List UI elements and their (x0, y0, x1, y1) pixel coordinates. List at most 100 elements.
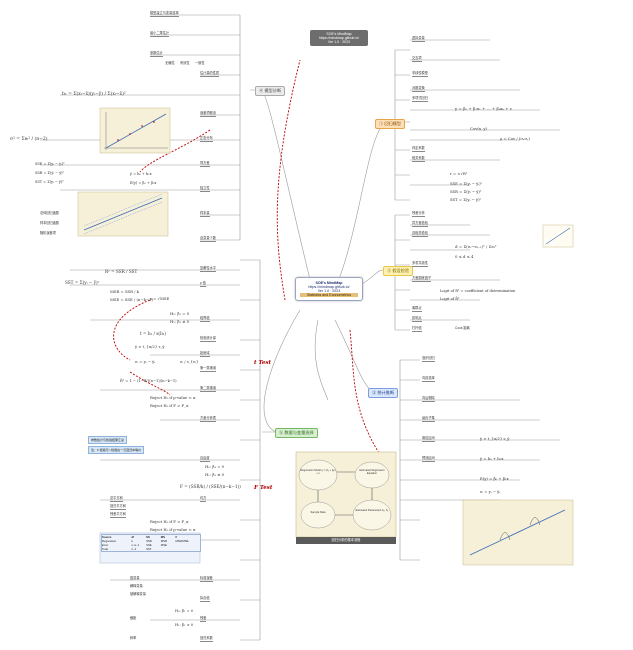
regression-plot-2 (77, 191, 169, 237)
formula-corr: ρ = Cov / (σₓσᵧ) (500, 136, 531, 141)
formula-msr: MSR = SSR / k (110, 289, 139, 294)
branch-regression-model[interactable]: ① 回归模型 (375, 119, 406, 129)
label-random-error: 随机误差项 (40, 231, 56, 235)
formula-h1-bottom: H₁: β₁ ≠ 0 (175, 623, 194, 627)
table-cell: SSR (146, 539, 152, 543)
formula-exp: E(y) = β₀ + β₁x (130, 181, 157, 185)
label-sample-size: 样本量 (200, 211, 210, 217)
table-cell: MSE (160, 543, 167, 547)
label-ci: 置信区间 (422, 436, 435, 442)
cycle-node-params: Estimated Parameters b₀, b₁ (355, 509, 389, 512)
table-row: Regression k SSR MSR MSR/MSE (102, 539, 200, 543)
formula-h0-t: H₀: β₁ = 0 (170, 311, 190, 316)
label-corr-coef: 相关系数 (412, 156, 425, 162)
cycle-node-model: Regression Model y = β₀ + β₁x + ε (300, 469, 336, 475)
label-fitted: 拟合值 (200, 596, 210, 602)
anova-header-cell: Source (102, 535, 112, 539)
label-vif: 方差膨胀因子 (412, 276, 432, 282)
branch-variables[interactable]: ⑤ 数据与变量选择 (275, 428, 318, 438)
label-reg-coef: 回归系数 (200, 636, 213, 642)
label-hetero: 异方差检验 (412, 221, 428, 227)
label-model-building: 模型建立与变量选择 (150, 11, 179, 17)
anova-header-cell: SS (146, 535, 150, 539)
label-cook: Cook 距离 (455, 326, 470, 330)
label-param-est: 参数估计 (150, 51, 163, 57)
label-leverage: 杠杆值 (412, 326, 422, 332)
table-cell (161, 547, 176, 551)
table-cell: Error (102, 543, 109, 547)
label-dep-var: 因变量 (130, 576, 140, 580)
formula-reject-t-2: Reject H₀ if F > F_α (150, 403, 189, 408)
formula-pred: ŷ = b₀ + b₁x (130, 172, 152, 176)
formula-sse-right: SSE = Σ(yᵢ − ŷᵢ)² (450, 181, 483, 186)
table-cell: n−k−1 (131, 543, 140, 547)
anova-header-cell: MS (160, 535, 165, 539)
formula-fstat: F = (SSR/k) / (SSE/(n−k−1)) (180, 484, 241, 489)
label-best-subset: 最优子集 (422, 416, 435, 422)
formula-sst-2: SST = Σ(yᵢ − ȳ)² (65, 280, 100, 285)
label-consistent: 一致性 (195, 61, 205, 65)
anova-header-row: Source df SS MS F (102, 535, 200, 539)
label-test-stat: 检验统计量 (200, 336, 216, 342)
formula-ols-slope: b₁ = Σ(xᵢ−x̄)(yᵢ−ȳ) / Σ(xᵢ−x̄)² (62, 92, 126, 97)
formula-pred-right: ŷ = b₀ + b₁x (480, 456, 504, 461)
branch-diagnostics[interactable]: ④ 模型诊断 (255, 86, 286, 96)
formula-tstat: t = b₁ / s(b₁) (140, 331, 167, 336)
label-backward: 向后剔除 (422, 396, 435, 402)
formula-log-r2: Logit of R̄² (440, 297, 460, 301)
label-std-error: 标准误差 (200, 576, 213, 582)
anova-header-cell: F (175, 535, 178, 539)
formula-ssr: SSR = Σ(ŷᵢ − ȳ)² (35, 171, 64, 175)
table-row: Total n−1 SST (102, 547, 200, 551)
branch-hypothesis-test[interactable]: ② 假设检验 (383, 266, 414, 276)
cycle-node-estimated-eq: Estimated Regression Equation (359, 469, 385, 475)
highlight-arrows (113, 59, 396, 476)
formula-log-r: Logit of R² = coefficient of determinati… (440, 289, 516, 293)
formula-ssr-right: SSR = Σ(ŷᵢ − ȳ)² (450, 189, 482, 194)
table-cell: MSR/MSE (175, 539, 189, 543)
formula-dw-rule: 0 ≤ d ≤ 4 (455, 254, 474, 259)
label-efficient: 有效性 (180, 61, 190, 65)
header-title-line3: Ver 1.0 · 2023 (328, 40, 350, 44)
center-topic[interactable]: SOE's MindMap https://mindmap.github.io/… (295, 277, 363, 301)
formula-se: s = √MSE (150, 296, 170, 301)
label-type2: 第二类错误 (200, 386, 216, 392)
label-slope: 斜率 (130, 636, 137, 640)
regression-plot-1 (99, 107, 171, 154)
t-test-label: t Test (254, 360, 272, 366)
label-normal: 正态分布 (200, 136, 213, 142)
center-title-line4: Statistics and Econometrics (300, 293, 358, 297)
label-dummy: 虚拟变量 (412, 36, 425, 42)
header-title-box: SOE's MindMap https://mindmap.github.io/… (310, 30, 368, 46)
label-sig-level: 显著性水平 (200, 266, 216, 272)
formula-reject-t: Reject H₀ if p-value < α (150, 395, 196, 400)
formula-h1-f: H₁: β₁ ≠ 0 (205, 472, 225, 477)
table-cell: k (131, 539, 133, 543)
label-df: 自由度 (200, 456, 210, 462)
formula-h1-t: H₁: β₁ ≠ 0 (170, 319, 190, 324)
formula-reject-f-2: Reject H₀ if p-value < α (150, 527, 196, 532)
note-equivalence: 注：F 检验与 t 检验在一元回归中等价 (88, 446, 145, 454)
label-resid-analysis: 残差分析 (412, 211, 425, 217)
label-interaction: 交互项 (412, 56, 422, 62)
formula-reject-f: Reject H₀ if F > F_α (150, 519, 189, 524)
center-title-line2: https://mindmap.github.io/ (308, 285, 350, 289)
formula-resid: eᵢ = yᵢ − ŷᵢ (135, 359, 156, 364)
branch-inference[interactable]: ③ 统计推断 (368, 388, 399, 398)
table-cell: Regression (102, 539, 117, 543)
label-resid-ss: 残差平方和 (110, 512, 126, 518)
label-outlier: 离群点 (412, 306, 422, 312)
label-error-assumption: 误差项假设 (200, 111, 216, 117)
formula-cov: Cov(x, y) (470, 126, 487, 131)
formula-ci-right: ŷ ± t_{α/2} s_ŷ (480, 436, 510, 441)
formula-durbin: d = Σ(eₜ−eₜ₋₁)² / Σeₜ² (455, 244, 497, 249)
table-cell: SSE (146, 543, 152, 547)
formula-sst-right: SST = Σ(yᵢ − ȳ)² (450, 197, 482, 202)
label-total-ss: 总平方和 (110, 496, 123, 502)
table-cell (175, 547, 200, 551)
label-sample-regression: 样本回归函数 (40, 221, 60, 225)
label-anova: 方差分析表 (200, 416, 216, 422)
label-homoscedastic: 同方差 (200, 161, 210, 167)
formula-sse: SSE = Σ(yᵢ − ŷᵢ)² (35, 162, 65, 166)
